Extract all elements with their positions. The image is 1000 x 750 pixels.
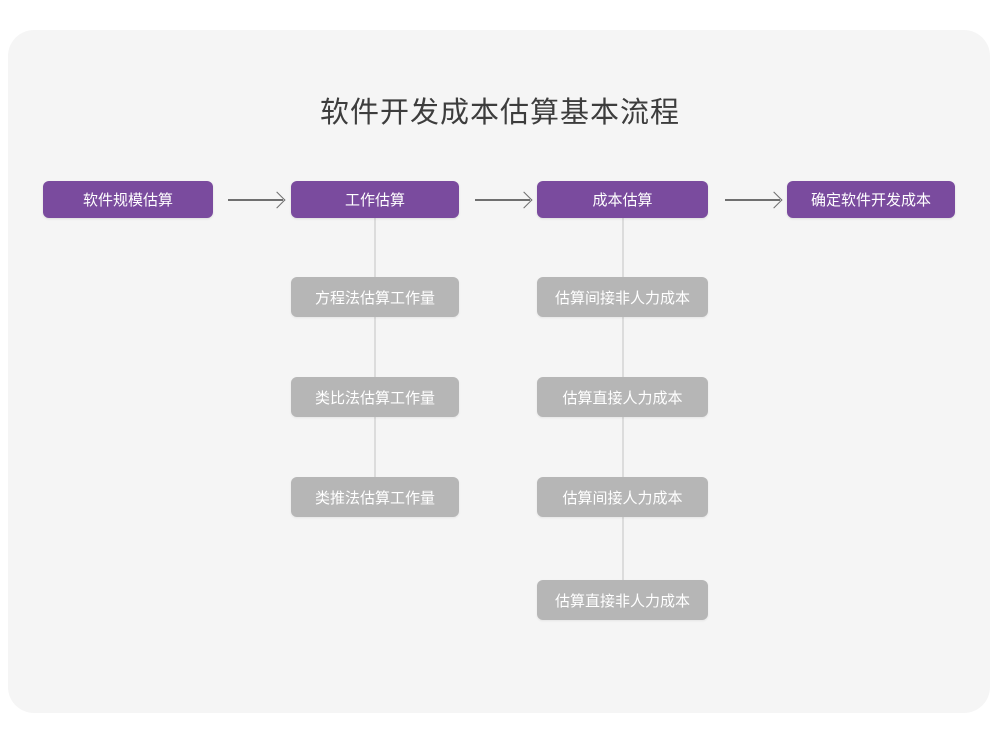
work-substep-inference-method[interactable]: 类推法估算工作量 bbox=[291, 477, 459, 517]
cost-substep-indirect-nonlabor[interactable]: 估算间接非人力成本 bbox=[537, 277, 708, 317]
main-step-cost-estimation[interactable]: 成本估算 bbox=[537, 181, 708, 218]
flow-arrow-2 bbox=[475, 191, 533, 208]
main-step-work-estimation[interactable]: 工作估算 bbox=[291, 181, 459, 218]
arrow-head-icon bbox=[515, 191, 533, 208]
work-substep-label: 类比法估算工作量 bbox=[314, 389, 435, 407]
main-step-label: 成本估算 bbox=[592, 192, 653, 209]
main-step-label: 确定软件开发成本 bbox=[810, 192, 931, 209]
arrow-head-icon bbox=[268, 191, 286, 208]
cost-substep-indirect-labor[interactable]: 估算间接人力成本 bbox=[537, 477, 708, 517]
arrow-shaft bbox=[228, 199, 283, 201]
flow-arrow-1 bbox=[228, 191, 286, 208]
cost-substep-label: 估算直接非人力成本 bbox=[554, 592, 690, 610]
main-step-label: 软件规模估算 bbox=[82, 192, 173, 209]
arrow-shaft bbox=[725, 199, 780, 201]
cost-substep-direct-labor[interactable]: 估算直接人力成本 bbox=[537, 377, 708, 417]
main-step-software-size-estimation[interactable]: 软件规模估算 bbox=[43, 181, 213, 218]
cost-substep-label: 估算直接人力成本 bbox=[562, 389, 683, 407]
work-substep-equation-method[interactable]: 方程法估算工作量 bbox=[291, 277, 459, 317]
main-step-determine-development-cost[interactable]: 确定软件开发成本 bbox=[787, 181, 955, 218]
flow-arrow-3 bbox=[725, 191, 783, 208]
page-title: 软件开发成本估算基本流程 bbox=[319, 97, 680, 129]
cost-substep-label: 估算间接非人力成本 bbox=[554, 289, 690, 307]
work-substep-label: 方程法估算工作量 bbox=[314, 289, 435, 307]
arrow-shaft bbox=[475, 199, 530, 201]
arrow-head-icon bbox=[765, 191, 783, 208]
cost-substep-label: 估算间接人力成本 bbox=[562, 489, 683, 507]
diagram-card bbox=[8, 30, 990, 713]
connector-line-work-branch bbox=[374, 218, 376, 498]
work-substep-label: 类推法估算工作量 bbox=[314, 489, 435, 507]
cost-substep-direct-nonlabor[interactable]: 估算直接非人力成本 bbox=[537, 580, 708, 620]
main-step-label: 工作估算 bbox=[344, 192, 405, 209]
work-substep-analogy-method[interactable]: 类比法估算工作量 bbox=[291, 377, 459, 417]
